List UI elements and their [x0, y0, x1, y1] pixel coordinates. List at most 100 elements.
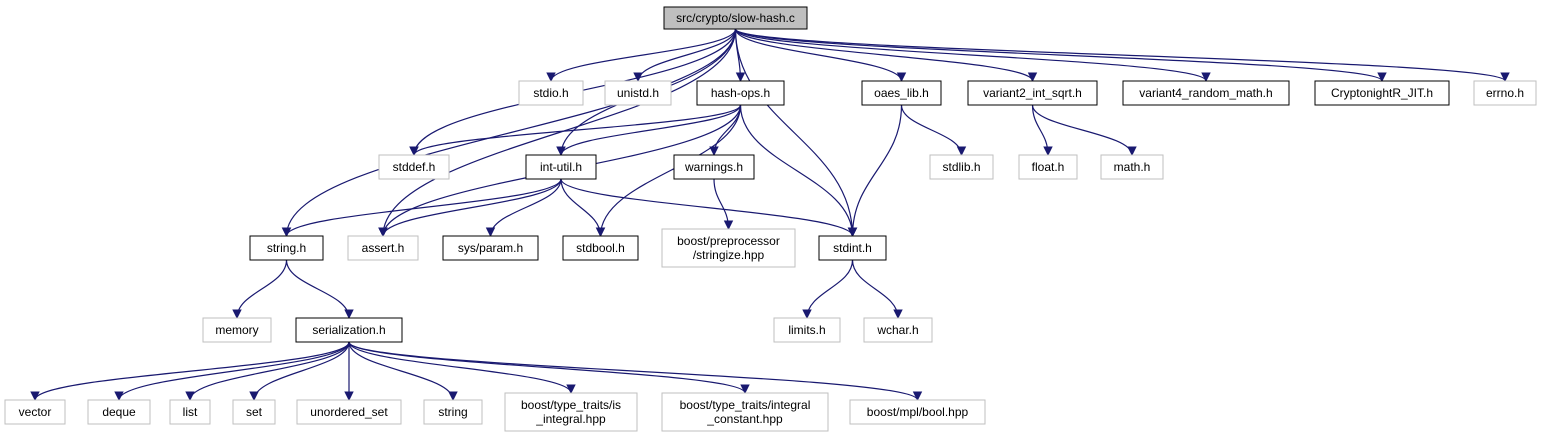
node-box [347, 235, 419, 261]
node-label: boost/type_traits/is [521, 398, 621, 412]
edge-intutil-to-stdint [560, 178, 858, 237]
node-box [169, 399, 211, 425]
edge-intutil-to-sysparam [485, 178, 562, 237]
node-label: stddef.h [393, 160, 436, 174]
node-label: string.h [267, 241, 306, 255]
node-box [861, 80, 942, 106]
edge-oaes-to-stdint [847, 104, 903, 237]
node-label: int-util.h [540, 160, 582, 174]
node-stddef-h: stddef.h [378, 154, 450, 180]
node-label: assert.h [362, 241, 405, 255]
node-label: set [246, 405, 263, 419]
node-variant4-random-math-h[interactable]: variant4_random_math.h [1122, 80, 1290, 106]
node-int-util-h[interactable]: int-util.h [525, 154, 597, 180]
node-errno-h: errno.h [1473, 80, 1537, 106]
node-label: unistd.h [617, 86, 659, 100]
edge-stdint-to-limits [802, 259, 854, 319]
node-vector: vector [4, 399, 66, 425]
node-label: unordered_set [310, 405, 388, 419]
node-limits-h: limits.h [773, 317, 841, 343]
edge-intutil-to-stdbool [560, 178, 606, 237]
node-label: serialization.h [312, 323, 385, 337]
node-label: math.h [1114, 160, 1151, 174]
edges-layer [30, 28, 1510, 401]
node-memory: memory [202, 317, 272, 343]
node-box [863, 317, 933, 343]
node-box [295, 317, 403, 343]
node-src-crypto-slow-hash-c[interactable]: src/crypto/slow-hash.c [663, 6, 808, 30]
edge-serial-to-intconst [348, 341, 750, 394]
edge-string-to-memory [232, 259, 288, 319]
edge-serial-to-isintegral [348, 341, 576, 394]
node-label: boost/preprocessor [677, 234, 780, 248]
edge-root-to-cnjit [734, 28, 1387, 82]
node-label: stdint.h [833, 241, 872, 255]
node-hash-ops-h[interactable]: hash-ops.h [696, 80, 785, 106]
edge-root-to-stdio [546, 28, 737, 82]
node-boost-type-traits-is-integral-hpp: boost/type_traits/is_integral.hpp [504, 392, 638, 432]
edge-root-to-string [281, 28, 737, 237]
edge-serial-to-stringcpp [348, 341, 458, 401]
edge-v2sqrt-to-math [1031, 104, 1137, 156]
node-box [967, 80, 1098, 106]
node-box [673, 154, 755, 180]
edge-root-to-v4rand [734, 28, 1211, 82]
node-label: limits.h [788, 323, 825, 337]
node-label: warnings.h [684, 160, 743, 174]
node-box [378, 154, 450, 180]
node-stdbool-h[interactable]: stdbool.h [562, 235, 639, 261]
node-box [249, 235, 324, 261]
node-sys-param-h[interactable]: sys/param.h [442, 235, 539, 261]
node-label: stdio.h [533, 86, 568, 100]
nodes-layer: src/crypto/slow-hash.c stdio.h unistd.h has… [4, 6, 1537, 432]
node-box [562, 235, 639, 261]
node-box [202, 317, 272, 343]
node-label: vector [19, 405, 52, 419]
node-list: list [169, 399, 211, 425]
node-label: oaes_lib.h [874, 86, 929, 100]
node-box [663, 6, 808, 30]
node-box [442, 235, 539, 261]
node-box [296, 399, 402, 425]
edge-serial-to-vector [30, 341, 350, 401]
node-oaes-lib-h[interactable]: oaes_lib.h [861, 80, 942, 106]
node-label: variant2_int_sqrt.h [983, 86, 1082, 100]
node-float-h: float.h [1018, 154, 1078, 180]
edge-v2sqrt-to-float [1031, 104, 1053, 156]
node-label: float.h [1032, 160, 1065, 174]
node-deque: deque [87, 399, 151, 425]
node-string: string [423, 399, 483, 425]
node-box [518, 80, 584, 106]
edge-hashops-to-stdint [739, 104, 858, 237]
node-box [232, 399, 276, 425]
node-label: hash-ops.h [711, 86, 770, 100]
edge-stdint-to-wchar [851, 259, 903, 319]
node-box [1018, 154, 1078, 180]
edge-oaes-to-stdlib [900, 104, 967, 156]
node-boost-preprocessor-stringize-hpp: boost/preprocessor/stringize.hpp [661, 228, 796, 268]
node-box [661, 392, 829, 432]
node-label: errno.h [1486, 86, 1524, 100]
node-math-h: math.h [1100, 154, 1164, 180]
node-label: _constant.hpp [706, 412, 783, 426]
node-unistd-h: unistd.h [604, 80, 672, 106]
node-label: string [438, 405, 467, 419]
node-box [849, 399, 986, 425]
node-box [525, 154, 597, 180]
node-assert-h: assert.h [347, 235, 419, 261]
node-variant2-int-sqrt-h[interactable]: variant2_int_sqrt.h [967, 80, 1098, 106]
node-label: _integral.hpp [535, 412, 606, 426]
edge-intutil-to-string [281, 178, 562, 237]
edge-hashops-to-stdbool [595, 104, 742, 237]
node-stdint-h[interactable]: stdint.h [818, 235, 887, 261]
node-serialization-h[interactable]: serialization.h [295, 317, 403, 343]
node-warnings-h[interactable]: warnings.h [673, 154, 755, 180]
node-string-h[interactable]: string.h [249, 235, 324, 261]
node-label: memory [215, 323, 258, 337]
node-label: list [183, 405, 198, 419]
node-wchar-h: wchar.h [863, 317, 933, 343]
node-cryptonightr-jit-h[interactable]: CryptonightR_JIT.h [1314, 80, 1450, 106]
edge-serial-to-deque [114, 341, 350, 401]
edge-root-to-v2sqrt [734, 28, 1038, 82]
